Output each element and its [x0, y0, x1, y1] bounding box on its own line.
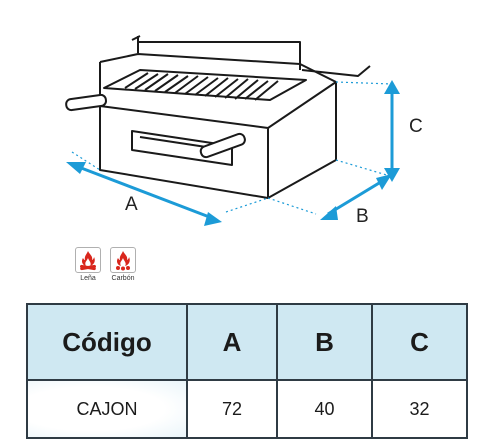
fuel-charcoal: Carbón: [105, 247, 141, 282]
table-header-row: Código A B C: [26, 303, 468, 381]
header-c: C: [371, 303, 468, 381]
table-row: CAJON 72 40 32: [26, 379, 468, 439]
fuel-firewood: Leña: [70, 247, 106, 282]
fuel-label-firewood: Leña: [80, 275, 96, 282]
barbecue-drawer-diagram: [65, 35, 400, 226]
dimensions-table: Código A B C CAJON 72 40 32: [26, 303, 468, 439]
cell-code: CAJON: [26, 379, 188, 439]
cell-a: 72: [186, 379, 278, 439]
firewood-icon: [75, 247, 101, 273]
header-code: Código: [26, 303, 188, 381]
fuel-label-charcoal: Carbón: [111, 275, 135, 282]
dimension-label-b: B: [356, 206, 369, 227]
dimension-label-c: C: [409, 116, 423, 137]
cell-b: 40: [276, 379, 373, 439]
header-a: A: [186, 303, 278, 381]
header-b: B: [276, 303, 373, 381]
charcoal-icon: [110, 247, 136, 273]
cell-c: 32: [371, 379, 468, 439]
dimension-label-a: A: [125, 194, 138, 215]
